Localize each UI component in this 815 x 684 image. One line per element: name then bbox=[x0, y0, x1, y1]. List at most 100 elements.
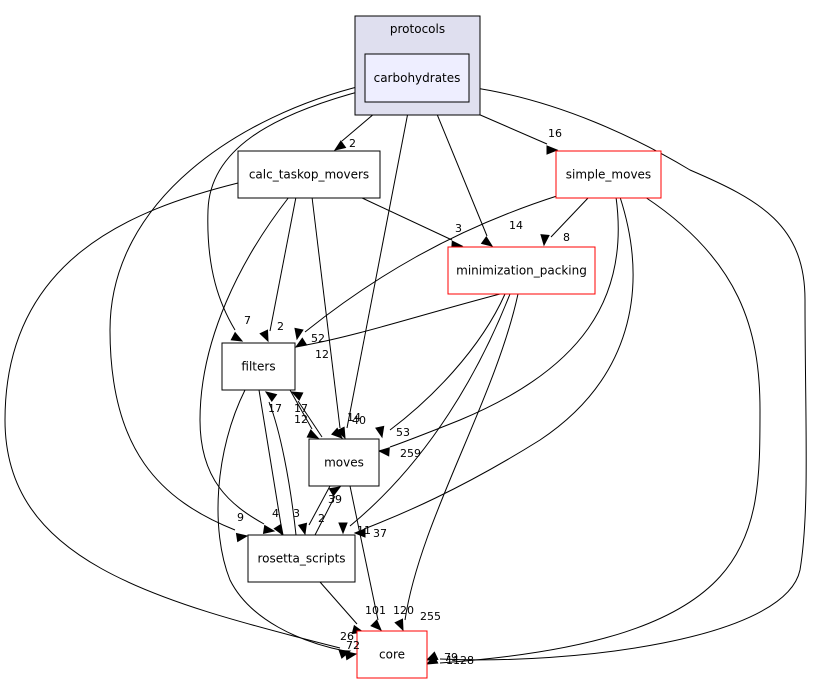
edge-count-label: 3 bbox=[293, 507, 300, 520]
edge-line bbox=[404, 293, 519, 621]
edge-count-label: 120 bbox=[393, 604, 414, 617]
edge-line bbox=[314, 495, 336, 536]
edge-count-label: 7 bbox=[244, 314, 251, 327]
edge-carb-simple bbox=[477, 113, 559, 155]
edge-count-label: 39 bbox=[328, 493, 342, 506]
node-calc-taskop-movers[interactable]: calc_taskop_movers bbox=[237, 150, 381, 199]
edges-layer bbox=[4, 84, 807, 665]
edge-count-label: 52 bbox=[311, 332, 325, 345]
edge-rosetta-filters bbox=[264, 391, 297, 536]
edge-count-label: 2 bbox=[349, 137, 356, 150]
node-label[interactable]: calc_taskop_movers bbox=[249, 168, 369, 182]
edge-rosetta-core bbox=[319, 581, 365, 635]
node-box[interactable] bbox=[356, 630, 428, 679]
arrowhead-icon bbox=[377, 447, 390, 457]
edge-count-label: 1128 bbox=[446, 654, 474, 667]
edge-line bbox=[217, 389, 346, 652]
arrowhead-icon bbox=[259, 329, 269, 343]
edge-count-label: 12 bbox=[294, 413, 308, 426]
cluster-label: protocols bbox=[390, 22, 445, 36]
arrowhead-icon bbox=[294, 337, 308, 348]
edge-line bbox=[431, 101, 488, 237]
edge-calc-min bbox=[359, 196, 464, 250]
node-label[interactable]: core bbox=[379, 648, 405, 662]
edge-carb-min bbox=[431, 101, 494, 247]
edge-line bbox=[439, 86, 807, 661]
arrowhead-icon bbox=[375, 425, 385, 439]
node-label[interactable]: moves bbox=[324, 456, 364, 470]
edge-calc-rosetta bbox=[199, 196, 290, 535]
edge-line bbox=[297, 400, 323, 438]
edge-line bbox=[439, 196, 761, 664]
edge-moves-rosetta bbox=[297, 485, 331, 536]
node-carbohydrates[interactable]: carbohydrates bbox=[364, 53, 470, 103]
arrowhead-icon bbox=[262, 524, 276, 535]
node-core[interactable]: core bbox=[356, 630, 428, 679]
edge-line bbox=[349, 485, 379, 621]
node-box[interactable] bbox=[308, 438, 380, 487]
node-filters[interactable]: filters bbox=[221, 342, 296, 391]
arrowhead-icon bbox=[230, 331, 244, 342]
arrowhead-icon bbox=[394, 618, 404, 632]
edge-filters-moves bbox=[289, 389, 320, 439]
arrowhead-icon bbox=[331, 427, 344, 439]
arrowhead-icon bbox=[370, 619, 382, 631]
edge-line bbox=[268, 401, 297, 536]
edge-min-core bbox=[394, 293, 519, 632]
edge-simple-min bbox=[540, 196, 590, 247]
edge-count-label: 40 bbox=[352, 414, 366, 427]
node-box[interactable] bbox=[237, 150, 381, 199]
node-label[interactable]: rosetta_scripts bbox=[257, 552, 345, 566]
node-box[interactable] bbox=[555, 150, 662, 199]
arrowhead-icon bbox=[344, 651, 358, 661]
edge-min-filters bbox=[294, 293, 501, 348]
arrowhead-icon bbox=[338, 522, 348, 535]
edge-line bbox=[363, 196, 634, 530]
arrowhead-icon bbox=[425, 655, 439, 665]
node-label[interactable]: filters bbox=[241, 360, 275, 374]
edge-count-label: 26 bbox=[340, 630, 354, 643]
arrowhead-icon bbox=[328, 486, 342, 497]
node-minimization-packing[interactable]: minimization_packing bbox=[447, 246, 596, 295]
edge-line bbox=[349, 293, 511, 527]
edge-line bbox=[207, 89, 366, 331]
edge-calc-moves bbox=[311, 196, 344, 439]
node-box[interactable] bbox=[221, 342, 296, 391]
node-simple-moves[interactable]: simple_moves bbox=[555, 150, 662, 199]
node-label[interactable]: minimization_packing bbox=[456, 264, 587, 278]
edge-count-label: 11 bbox=[357, 524, 371, 537]
edge-count-label: 2 bbox=[318, 512, 325, 525]
edge-moves-core bbox=[349, 485, 382, 631]
arrowhead-icon bbox=[480, 236, 494, 247]
node-label[interactable]: carbohydrates bbox=[374, 71, 461, 85]
edge-calc-filters bbox=[259, 196, 297, 343]
edge-line bbox=[359, 196, 453, 241]
arrowhead-icon bbox=[540, 234, 550, 247]
node-box[interactable] bbox=[447, 246, 596, 295]
edge-line bbox=[305, 293, 501, 346]
edge-line bbox=[199, 196, 290, 525]
node-box[interactable] bbox=[364, 53, 470, 103]
node-rosetta-scripts[interactable]: rosetta_scripts bbox=[247, 534, 356, 583]
edge-count-label: 12 bbox=[315, 348, 329, 361]
edge-line bbox=[109, 84, 366, 531]
node-moves[interactable]: moves bbox=[308, 438, 380, 487]
edge-count-label: 14 bbox=[509, 219, 523, 232]
edge-filters-core bbox=[217, 389, 358, 661]
edge-count-label: 17 bbox=[268, 402, 282, 415]
node-box[interactable] bbox=[247, 534, 356, 583]
edge-min-rosetta bbox=[338, 293, 511, 535]
edge-line bbox=[308, 485, 331, 526]
edge-count-label: 4 bbox=[272, 507, 279, 520]
edge-count-label: 2 bbox=[277, 320, 284, 333]
edge-min-moves bbox=[375, 293, 506, 439]
arrowhead-icon bbox=[264, 391, 278, 402]
arrowhead-icon bbox=[297, 522, 308, 536]
edge-line bbox=[346, 101, 411, 429]
node-label[interactable]: simple_moves bbox=[566, 168, 651, 182]
edge-moves-filters bbox=[290, 391, 323, 438]
edge-carb-rosetta bbox=[109, 84, 366, 543]
edge-count-label: 79 bbox=[444, 651, 458, 664]
edge-line bbox=[304, 194, 561, 333]
